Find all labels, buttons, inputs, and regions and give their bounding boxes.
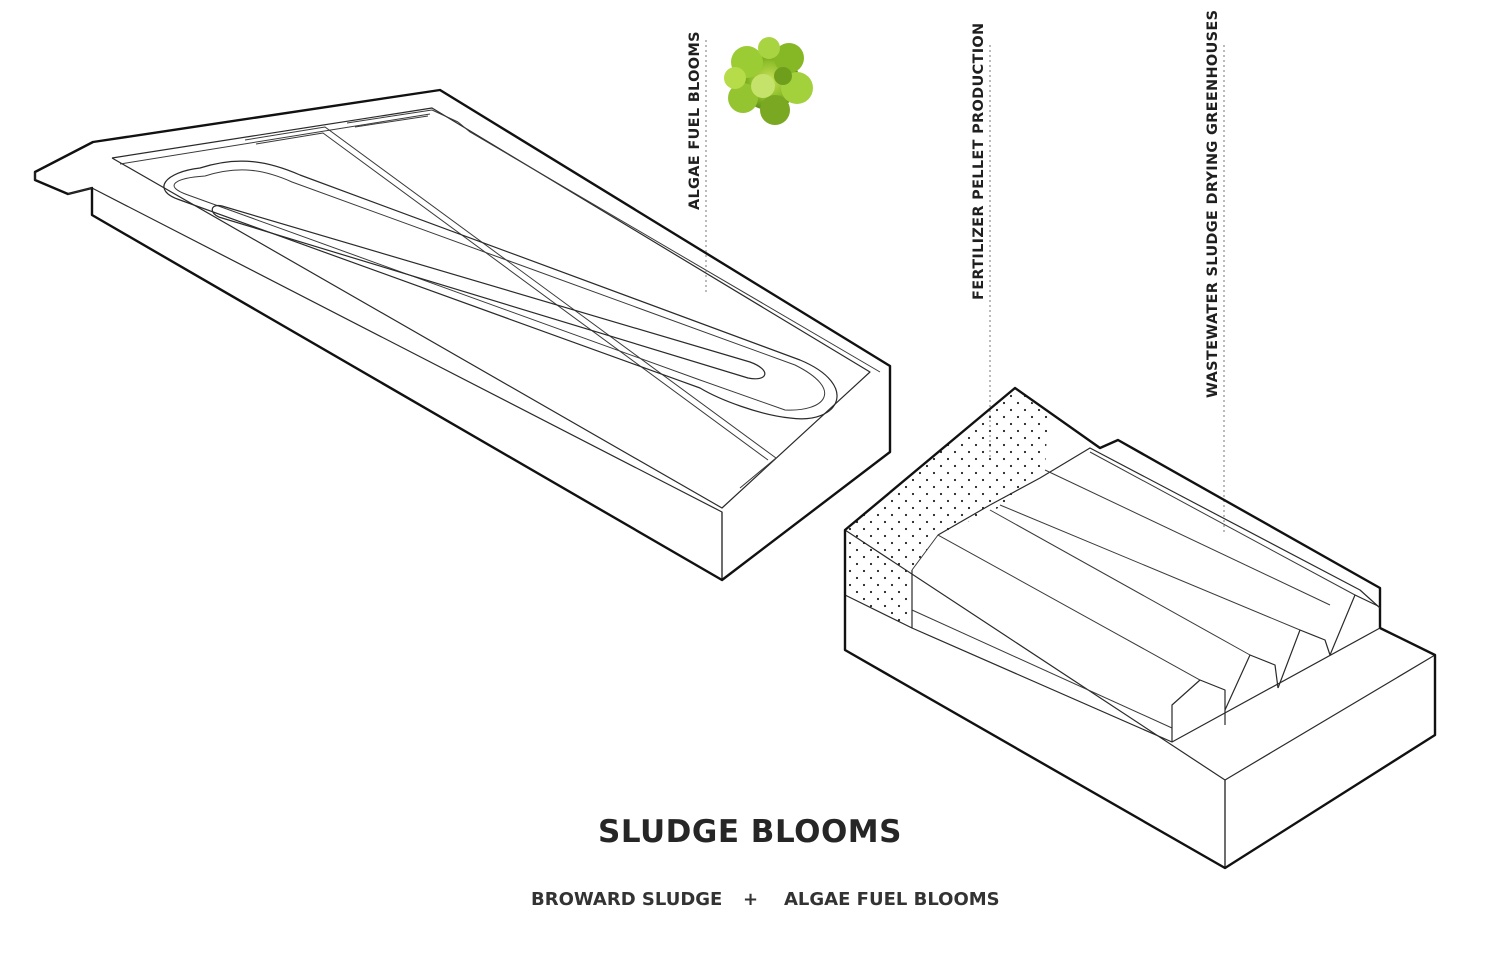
subtitle-plus-sign: +	[743, 889, 759, 910]
algae-bloom-icon	[724, 37, 813, 125]
subtitle-broward-sludge: BROWARD SLUDGE	[531, 889, 723, 910]
diagram-title: SLUDGE BLOOMS	[598, 814, 902, 850]
greenhouse-block	[843, 386, 1437, 870]
subtitle-algae-fuel-blooms: ALGAE FUEL BLOOMS	[784, 889, 1000, 910]
algae-raceway-block	[33, 88, 892, 582]
label-wastewater-sludge-greenhouses: WASTEWATER SLUDGE DRYING GREENHOUSES	[1205, 10, 1221, 398]
label-fertilizer-pellet-production: FERTILIZER PELLET PRODUCTION	[971, 23, 987, 300]
label-algae-fuel-blooms: ALGAE FUEL BLOOMS	[687, 31, 703, 210]
